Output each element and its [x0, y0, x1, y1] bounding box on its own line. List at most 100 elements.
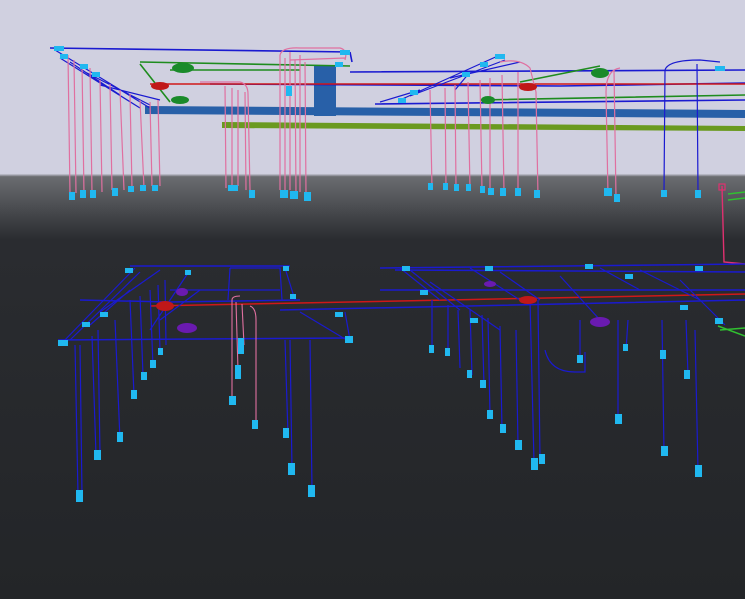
- fixture-icon: [539, 454, 545, 464]
- fixture-icon: [82, 322, 90, 327]
- fixture-icon: [152, 185, 158, 191]
- valve-icon: [171, 96, 189, 104]
- fixture-icon: [467, 370, 472, 378]
- loop: [544, 349, 586, 373]
- lower-branch-heads: [58, 264, 723, 346]
- fixture-icon: [715, 66, 725, 71]
- blue-trunk: [49, 47, 745, 73]
- fixture-icon: [283, 266, 289, 271]
- fixture-icon: [715, 318, 723, 324]
- drop: [74, 279, 313, 496]
- fixture-icon: [54, 46, 64, 51]
- green-outline: [727, 191, 745, 201]
- fixture-icon: [515, 188, 521, 196]
- fixture-icon: [623, 344, 628, 351]
- fixture-icon: [92, 72, 100, 77]
- fixture-icon: [288, 463, 295, 475]
- fixture-icon: [488, 188, 494, 195]
- upper-fixtures: [69, 183, 701, 202]
- fixture-icon: [625, 274, 633, 279]
- valve-icon: [591, 68, 609, 78]
- fixture-icon: [249, 190, 255, 198]
- drop-loop: [499, 60, 621, 93]
- fixture-icon: [684, 370, 690, 379]
- drop: [200, 81, 251, 191]
- fixture-icon: [515, 440, 522, 450]
- fixture-icon: [443, 183, 448, 190]
- fixture-icon: [345, 336, 353, 343]
- fixture-icon: [76, 490, 83, 502]
- fixture-icon: [402, 266, 410, 271]
- fixture-icon: [480, 62, 488, 67]
- fixture-icon: [140, 185, 146, 191]
- fixture-icon: [531, 458, 538, 470]
- upper-valves: [151, 63, 609, 104]
- fixture-icon: [577, 355, 583, 363]
- upper-floor-pipes: [49, 46, 745, 265]
- fixture-icon: [128, 186, 134, 192]
- fixture-icon: [429, 345, 434, 353]
- fixture-icon: [290, 191, 298, 199]
- fixture-icon: [480, 186, 485, 193]
- fixture-icon: [398, 98, 406, 103]
- fixture-icon: [695, 190, 701, 198]
- valve-icon: [519, 83, 537, 91]
- fixture-icon: [229, 396, 236, 405]
- fixture-icon: [428, 183, 433, 190]
- lower-valves: [156, 281, 610, 333]
- lower-left-pink-drops: [231, 295, 257, 425]
- fixture-icon: [185, 270, 191, 275]
- valve-icon: [151, 82, 169, 90]
- fixture-icon: [308, 485, 315, 497]
- fixture-icon: [680, 305, 688, 310]
- fixture-icon: [340, 50, 350, 55]
- branch: [379, 54, 521, 103]
- valve-icon: [172, 63, 194, 73]
- fixture-icon: [58, 340, 68, 346]
- fixture-icon: [480, 380, 486, 388]
- lower-left-branches: [59, 267, 351, 346]
- fixture-icon: [80, 190, 86, 198]
- fixture-icon: [718, 183, 726, 191]
- fixture-icon: [485, 266, 493, 271]
- fixture-icon: [466, 184, 471, 191]
- blue-trunk: [57, 263, 745, 341]
- green-branch: [717, 325, 745, 337]
- lower-fixtures: [76, 338, 702, 502]
- fixture-icon: [90, 190, 96, 198]
- valve-icon: [590, 317, 610, 327]
- fixture-icon: [410, 90, 418, 95]
- frame: [170, 267, 283, 301]
- fixture-icon: [604, 188, 612, 196]
- fixture-icon: [228, 185, 238, 191]
- fixture-icon: [290, 294, 296, 299]
- vertical-duct: [314, 66, 336, 116]
- lower-left-drops: [74, 279, 313, 496]
- fixture-icon: [454, 184, 459, 191]
- fixture-icon: [500, 424, 506, 433]
- fixture-icon: [661, 446, 668, 456]
- fixture-icon: [500, 188, 506, 196]
- valve-icon: [484, 281, 496, 287]
- fixture-icon: [445, 348, 450, 356]
- fixture-icon: [614, 194, 620, 202]
- valve-icon: [519, 296, 537, 304]
- fixture-icon: [150, 360, 156, 368]
- fixture-icon: [335, 62, 343, 67]
- fixture-icon: [125, 268, 133, 273]
- fixture-icon: [661, 190, 667, 197]
- valve-icon: [481, 96, 495, 104]
- green-duct: [222, 122, 745, 131]
- branch: [59, 267, 351, 346]
- valve-icon: [156, 301, 174, 311]
- fixture-icon: [695, 465, 702, 477]
- fixture-icon: [80, 64, 88, 69]
- lower-right-drops: [431, 299, 699, 471]
- fixture-icon: [462, 72, 470, 77]
- fixture-icon: [60, 54, 68, 59]
- fixture-icon: [495, 54, 505, 59]
- fixture-icon: [131, 390, 137, 399]
- fixture-icon: [117, 432, 123, 442]
